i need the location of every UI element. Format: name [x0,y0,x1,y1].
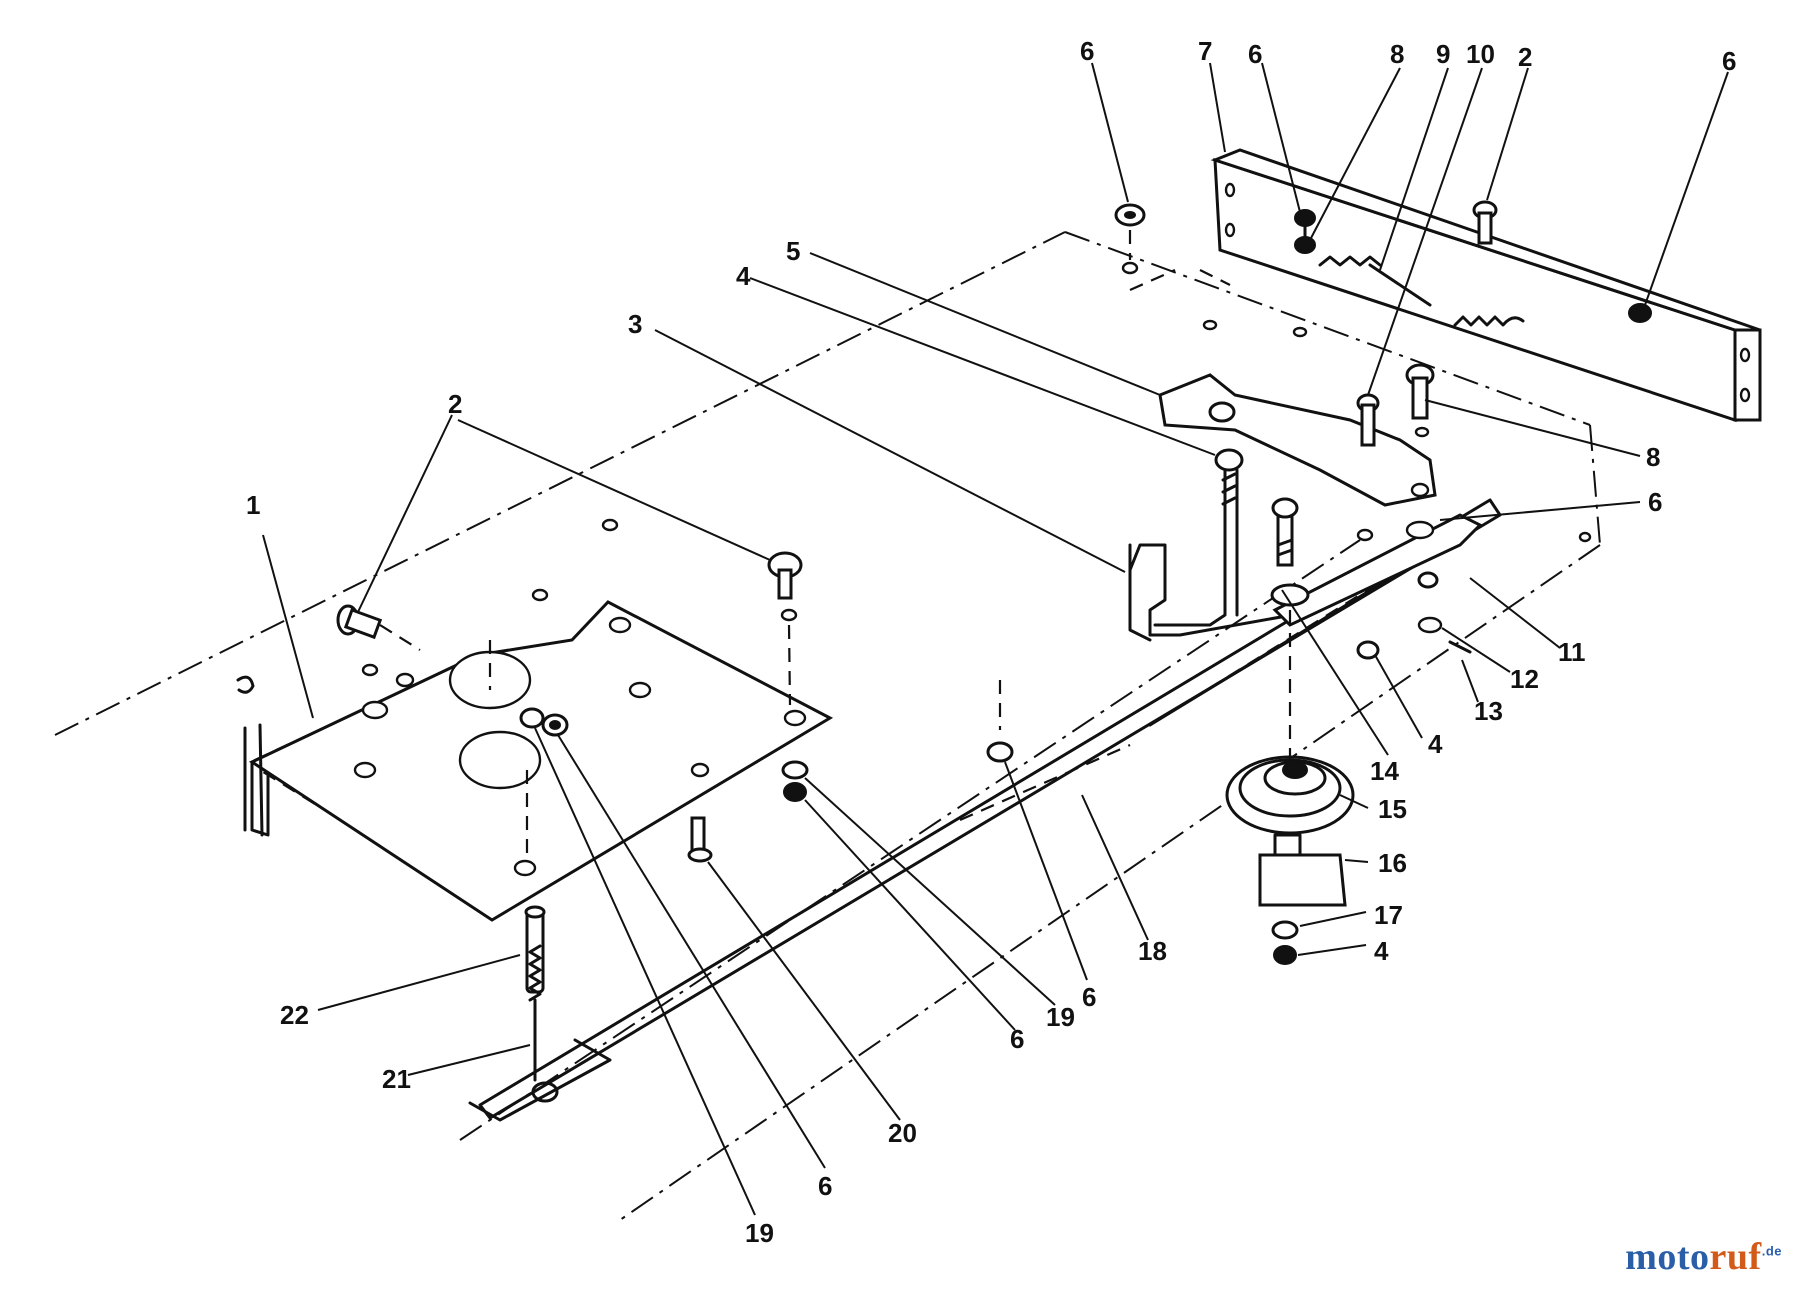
spacer-stud [524,905,559,1103]
callout-2: 2 [1518,42,1532,72]
callout-8: 8 [1646,442,1660,472]
logo-suffix: .de [1761,1243,1782,1259]
plate-fasteners [488,640,569,860]
callout-14: 14 [1370,756,1399,786]
motoruf-logo: motoruf.de [1625,1235,1782,1279]
callout-17: 17 [1374,900,1403,930]
callout-12: 12 [1510,664,1539,694]
mounting-plate [236,518,834,922]
leader-lines [262,62,1729,1216]
callout-16: 16 [1378,848,1407,878]
callout-19: 19 [1046,1002,1075,1032]
callout-6: 6 [1722,46,1736,76]
logo-part-2: ruf [1709,1236,1762,1278]
callout-4: 4 [1428,729,1443,759]
frame-phantom-lines [54,231,1601,1221]
bolt-left [336,604,421,651]
callout-6: 6 [1248,39,1262,69]
callout-8: 8 [1390,39,1404,69]
rod-3 [1128,543,1322,642]
callout-18: 18 [1138,936,1167,966]
logo-part-1: moto [1625,1236,1710,1278]
callout-6: 6 [1080,36,1094,66]
callout-22: 22 [280,1000,309,1030]
callout-6: 6 [1082,982,1096,1012]
callout-5: 5 [786,236,800,266]
callout-1: 1 [246,490,260,520]
rear-rail [1114,148,1762,543]
lower-fasteners [687,680,1014,863]
callout-6: 6 [818,1171,832,1201]
callout-10: 10 [1466,39,1495,69]
callout-9: 9 [1436,39,1450,69]
callouts: 1 2 2 3 4 4 4 5 6 6 6 6 6 6 6 7 8 8 9 10… [246,36,1736,1248]
lever-arm [1270,497,1483,654]
callout-11: 11 [1558,637,1586,667]
idler-pulley [1225,610,1380,965]
callout-20: 20 [888,1118,917,1148]
bolt-plate-center [767,551,803,706]
callout-21: 21 [382,1064,411,1094]
bracket-5 [1158,373,1437,507]
bracket-bolts [1356,363,1435,542]
callout-2: 2 [448,389,462,419]
callout-15: 15 [1378,794,1407,824]
callout-19: 19 [745,1218,774,1248]
callout-13: 13 [1474,696,1503,726]
callout-7: 7 [1198,36,1212,66]
rod-4 [1153,448,1244,627]
callout-6: 6 [1010,1024,1024,1054]
callout-3: 3 [628,309,642,339]
callout-6: 6 [1648,487,1662,517]
callout-4: 4 [1374,936,1389,966]
callout-4: 4 [736,261,751,291]
